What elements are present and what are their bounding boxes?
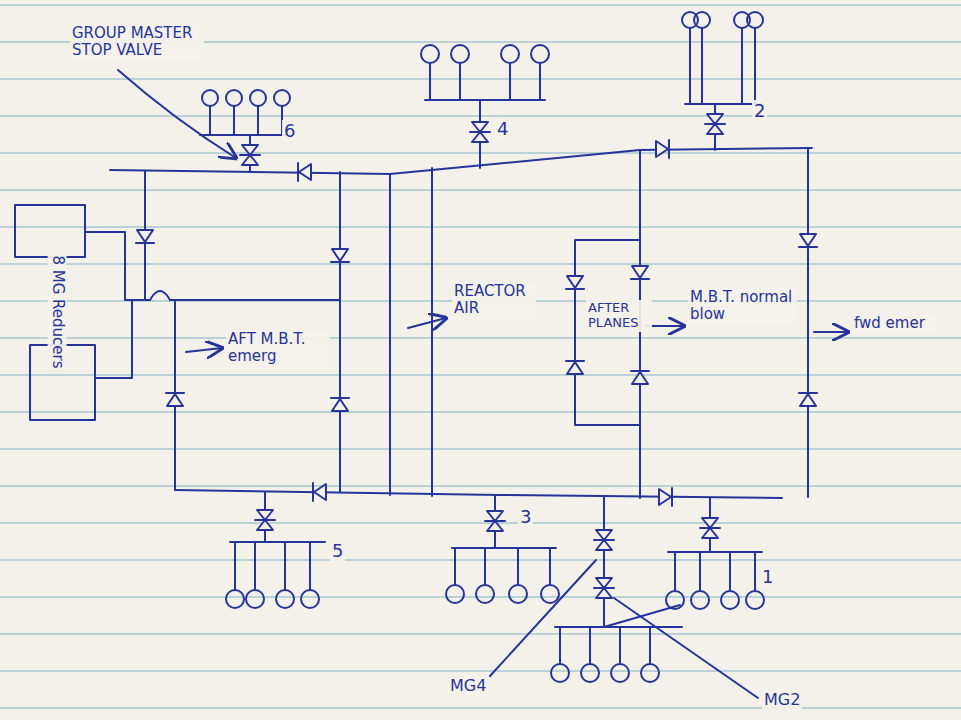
label: AFTER PLANES xyxy=(586,300,652,332)
label: fwd emer xyxy=(852,314,936,333)
bottle-group xyxy=(200,90,290,171)
label: 1 xyxy=(760,566,775,589)
label: 2 xyxy=(752,100,767,123)
valve-symbols xyxy=(136,140,817,506)
label: M.B.T. normal blow xyxy=(688,288,797,325)
label: 5 xyxy=(330,540,345,563)
bottle-group xyxy=(226,492,325,608)
leader-lines xyxy=(118,70,758,698)
label: 3 xyxy=(518,506,533,529)
bottle-group xyxy=(666,498,764,609)
bottle-group xyxy=(446,495,559,603)
label: REACTOR AIR xyxy=(452,282,536,319)
label: 6 xyxy=(282,120,297,143)
reducer-boxes xyxy=(15,205,95,420)
bottle-group xyxy=(421,45,549,168)
label: MG2 xyxy=(762,690,802,710)
label: MG4 xyxy=(448,676,488,696)
label: AFT M.B.T. emerg xyxy=(226,330,330,367)
pipework xyxy=(85,148,812,498)
label: GROUP MASTER STOP VALVE xyxy=(70,24,204,61)
label: 8 MG Reducers xyxy=(47,253,66,370)
label: 4 xyxy=(495,118,510,141)
bottle-group xyxy=(682,12,763,150)
